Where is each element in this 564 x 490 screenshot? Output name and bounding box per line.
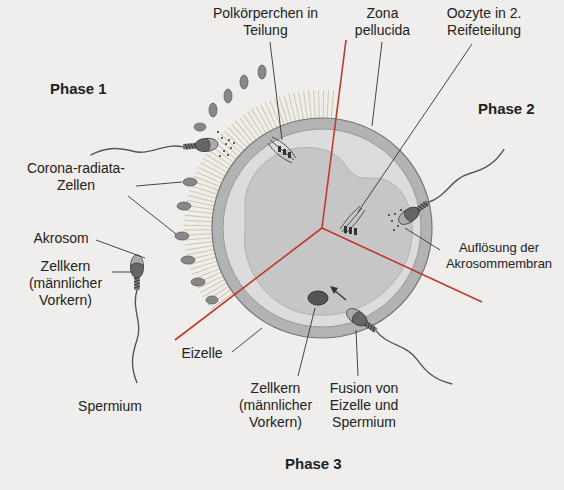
part-label: Zellkern (männlicher Vorkern) — [18, 258, 113, 308]
part-label: Corona-radiata-Zellen — [16, 160, 136, 194]
part-label: Oozyte in 2. Reifeteilung — [428, 5, 540, 39]
part-label: Fusion von Eizelle und Spermium — [318, 380, 410, 430]
phase-label: Phase 2 — [478, 100, 553, 118]
phase-label: Phase 1 — [50, 80, 125, 98]
part-label: Polkörperchen in Teilung — [208, 5, 323, 39]
part-label: Zellkern (männlicher Vorkern) — [228, 380, 323, 430]
part-label: Eizelle — [172, 345, 232, 362]
phase-label: Phase 3 — [285, 455, 360, 473]
part-label: Akrosom — [26, 230, 96, 247]
part-label: Zona pellucida — [345, 5, 420, 39]
part-label: Spermium — [70, 398, 150, 415]
part-label: Auflösung der Akrosommembran — [440, 240, 558, 271]
